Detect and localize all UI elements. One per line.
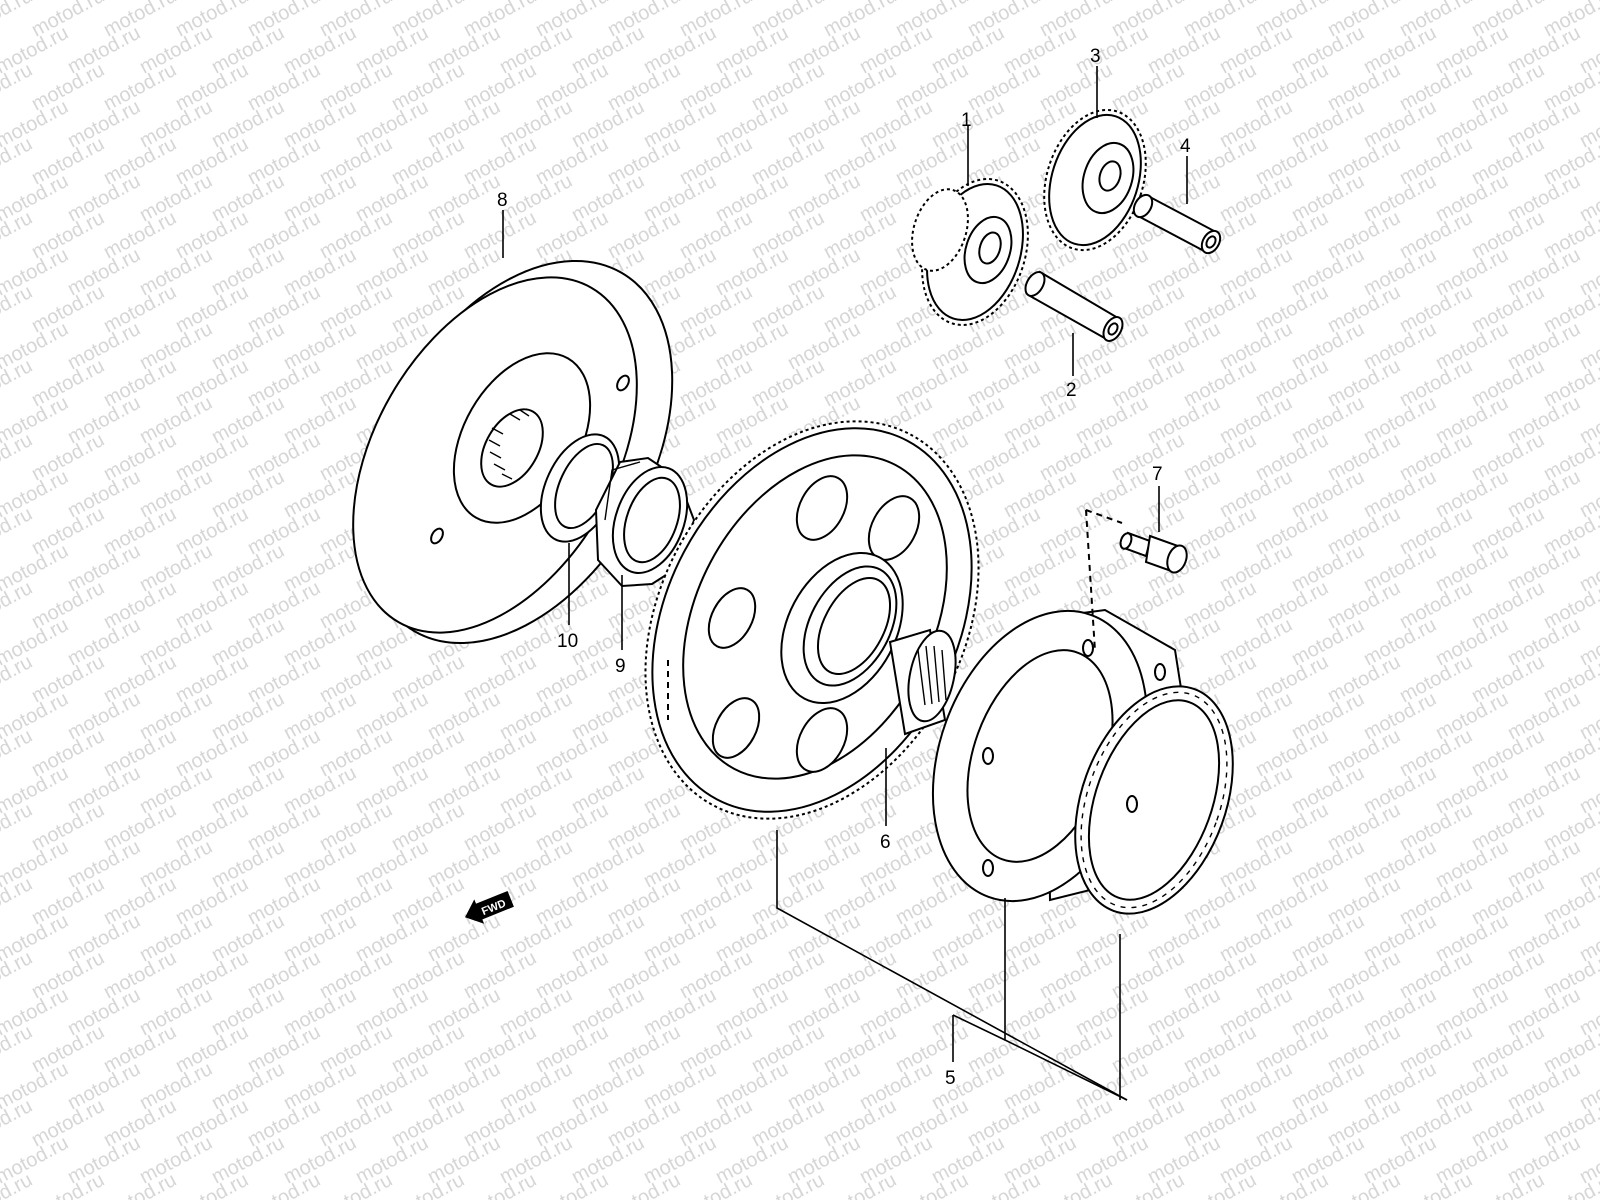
watermark-text: motod.ru (1576, 0, 1600, 4)
callout-5: 5 (945, 1068, 956, 1089)
callout-2: 2 (1066, 380, 1077, 401)
callout-6: 6 (880, 832, 891, 853)
callout-9: 9 (615, 656, 626, 677)
callout-4: 4 (1180, 136, 1191, 157)
callout-3: 3 (1090, 46, 1101, 67)
callout-8: 8 (497, 190, 508, 211)
callout-7: 7 (1152, 464, 1163, 485)
callout-1: 1 (961, 110, 972, 131)
callout-10: 10 (557, 631, 578, 652)
